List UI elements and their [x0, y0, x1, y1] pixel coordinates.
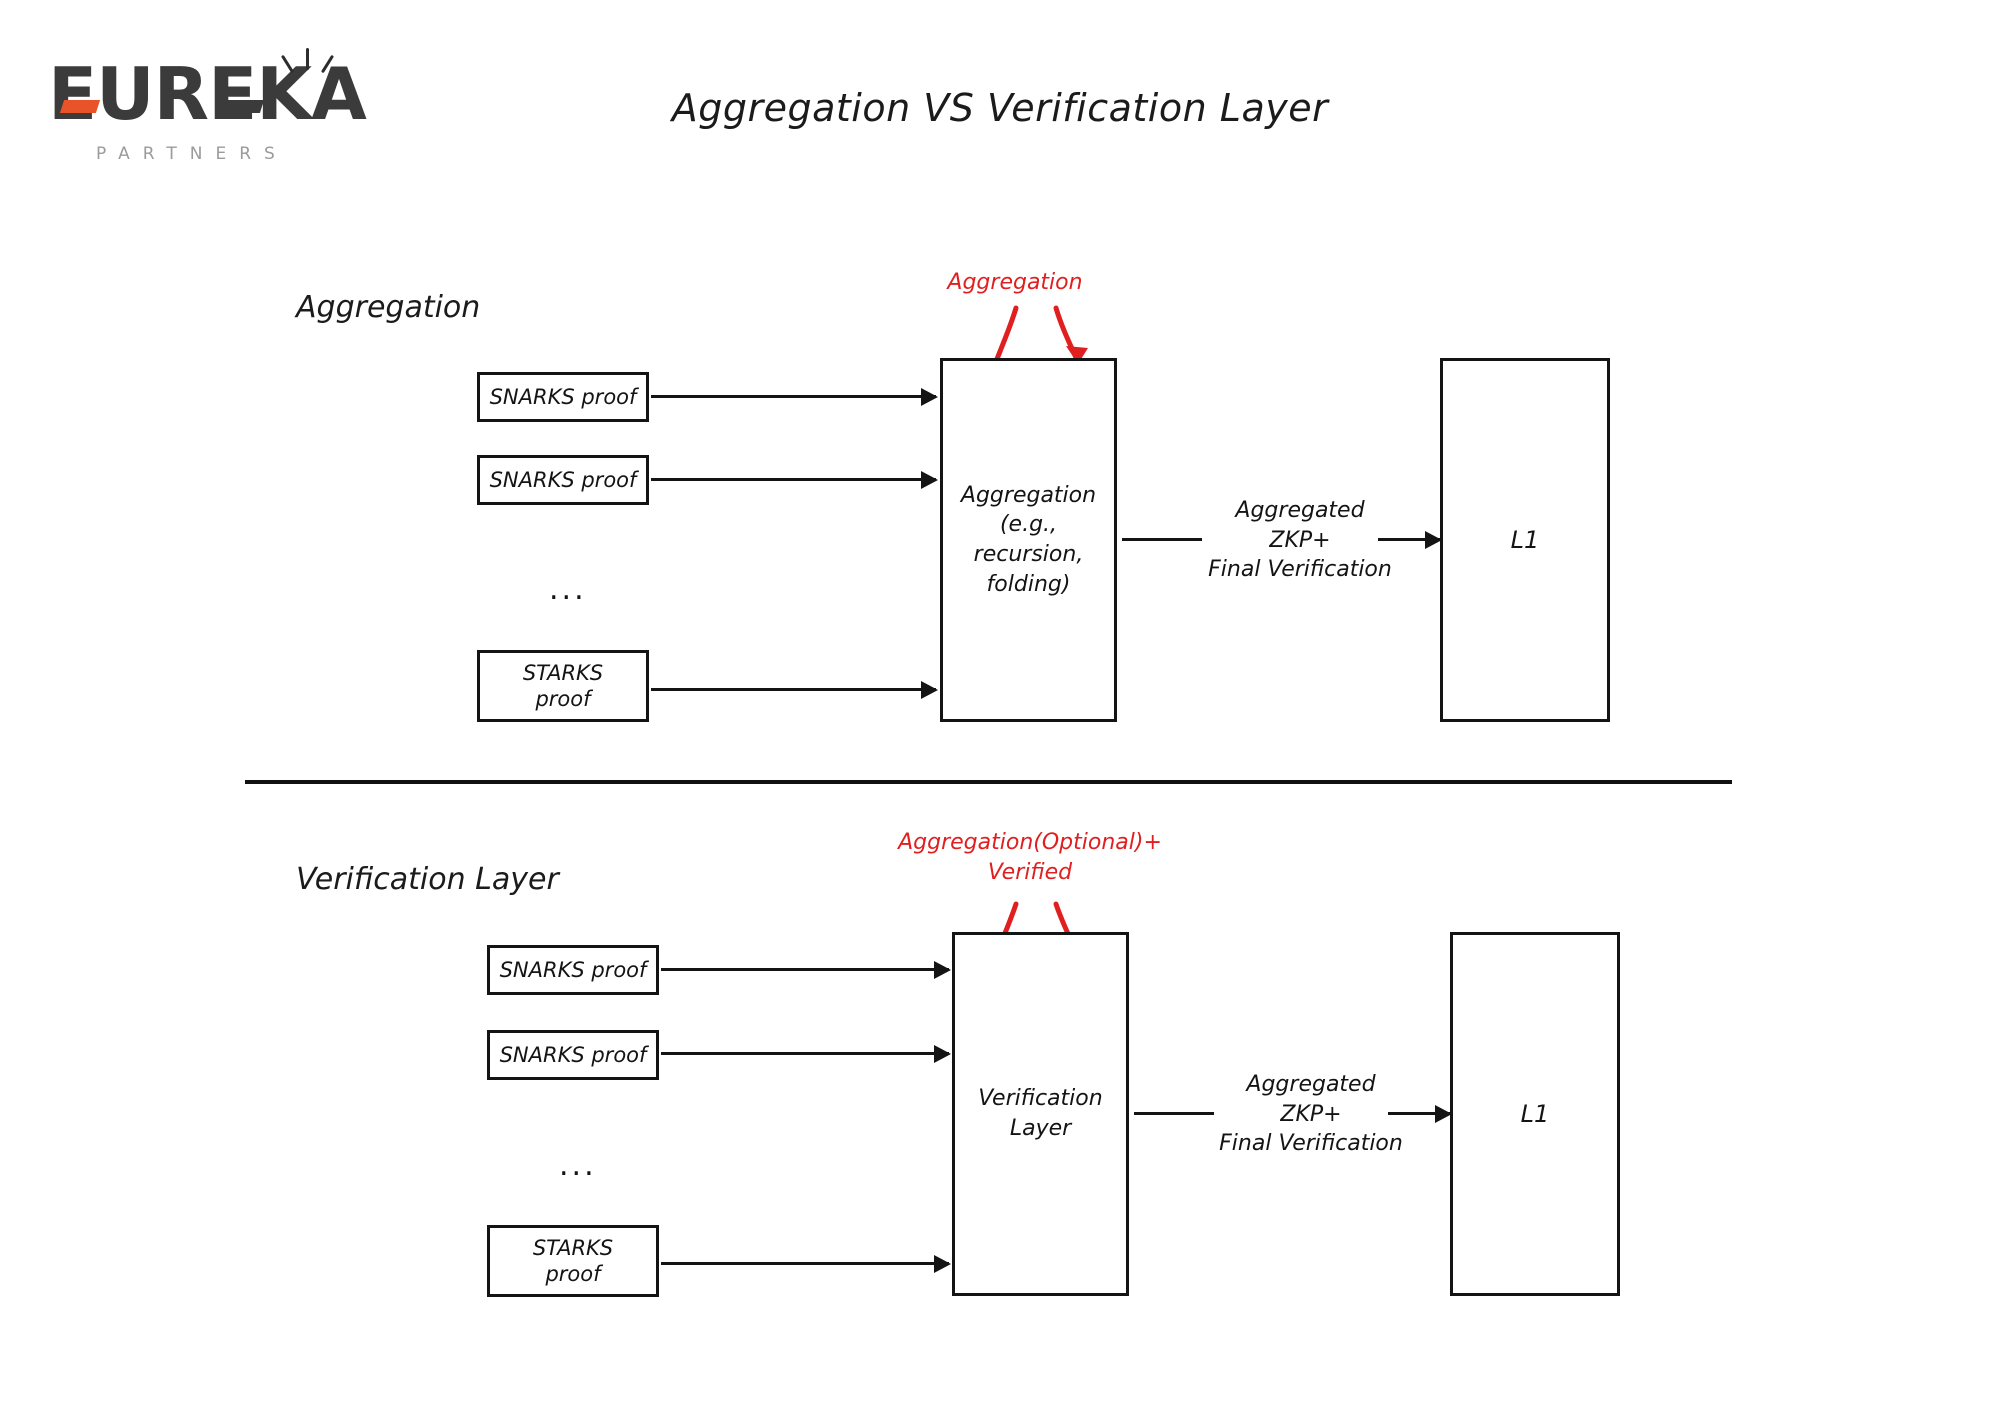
- arrow-right-icon-to-l1-1: [1378, 538, 1440, 541]
- annotation-verification-line2: Verified: [987, 859, 1073, 885]
- proof-box-snarks-3[interactable]: SNARKS proof: [487, 945, 659, 995]
- edge-label-1-line1: Aggregated: [1235, 498, 1365, 523]
- spark-icon-2: [306, 48, 309, 70]
- edge-label-2-line1: Aggregated: [1246, 1072, 1376, 1097]
- proof-box-starks-2[interactable]: STARKS proof: [487, 1225, 659, 1297]
- process-box-verification-line1: Verification: [978, 1086, 1103, 1112]
- edge-stub-2: [1134, 1112, 1214, 1115]
- process-box-verification-line2: Layer: [1009, 1116, 1072, 1141]
- proof-box-starks-2-line2: proof: [545, 1262, 601, 1286]
- brand-tagline: PARTNERS: [96, 144, 288, 164]
- annotation-aggregation-text: Aggregation: [947, 270, 1083, 295]
- edge-stub-1: [1122, 538, 1202, 541]
- section-label-aggregation: Aggregation: [296, 290, 481, 325]
- arrow-right-icon-4: [661, 968, 949, 971]
- proof-box-starks-1[interactable]: STARKS proof: [477, 650, 649, 722]
- output-box-l1-1[interactable]: L1: [1440, 358, 1610, 722]
- process-box-aggregation-line4: folding): [986, 571, 1071, 597]
- page-title: Aggregation VS Verification Layer: [671, 86, 1329, 130]
- arrow-right-icon-5: [661, 1052, 949, 1055]
- arrow-right-icon-2: [651, 478, 936, 481]
- arrow-right-icon-to-l1-2: [1388, 1112, 1450, 1115]
- edge-label-2-line2: ZKP+: [1280, 1101, 1342, 1127]
- brand-name: EUREKA: [48, 52, 367, 136]
- proof-box-snarks-4[interactable]: SNARKS proof: [487, 1030, 659, 1080]
- process-box-aggregation-line3: recursion,: [973, 542, 1084, 567]
- edge-label-aggregated-zkp-2: Aggregated ZKP+ Final Verification: [1196, 1070, 1426, 1159]
- input-ellipsis-1: ...: [549, 572, 587, 607]
- process-box-aggregation-line2: (e.g.,: [999, 512, 1058, 538]
- proof-box-starks-1-line1: STARKS: [522, 660, 604, 685]
- section-label-verification-layer: Verification Layer: [296, 862, 559, 897]
- annotation-aggregation: Aggregation: [905, 268, 1125, 298]
- proof-box-snarks-2[interactable]: SNARKS proof: [477, 455, 649, 505]
- brand-logo: EUREKA PARTNERS: [48, 48, 378, 173]
- proof-box-snarks-1[interactable]: SNARKS proof: [477, 372, 649, 422]
- annotation-verification-line1: Aggregation(Optional)+: [898, 830, 1162, 855]
- process-box-aggregation-line1: Aggregation: [960, 482, 1097, 508]
- process-box-verification-layer[interactable]: Verification Layer: [952, 932, 1129, 1296]
- input-ellipsis-2: ...: [559, 1148, 597, 1183]
- arrow-right-icon-1: [651, 395, 936, 398]
- output-box-l1-2[interactable]: L1: [1450, 932, 1620, 1296]
- arrow-right-icon-3: [651, 688, 936, 691]
- process-box-aggregation[interactable]: Aggregation (e.g., recursion, folding): [940, 358, 1117, 722]
- annotation-verification-layer: Aggregation(Optional)+ Verified: [880, 828, 1180, 887]
- arrow-right-icon-6: [661, 1262, 949, 1265]
- proof-box-starks-1-line2: proof: [535, 687, 591, 711]
- proof-box-starks-2-line1: STARKS: [532, 1235, 614, 1260]
- section-divider: [245, 780, 1732, 784]
- edge-label-1-line3: Final Verification: [1208, 557, 1392, 583]
- edge-label-1-line2: ZKP+: [1269, 527, 1331, 553]
- edge-label-aggregated-zkp-1: Aggregated ZKP+ Final Verification: [1185, 496, 1415, 585]
- edge-label-2-line3: Final Verification: [1219, 1131, 1403, 1157]
